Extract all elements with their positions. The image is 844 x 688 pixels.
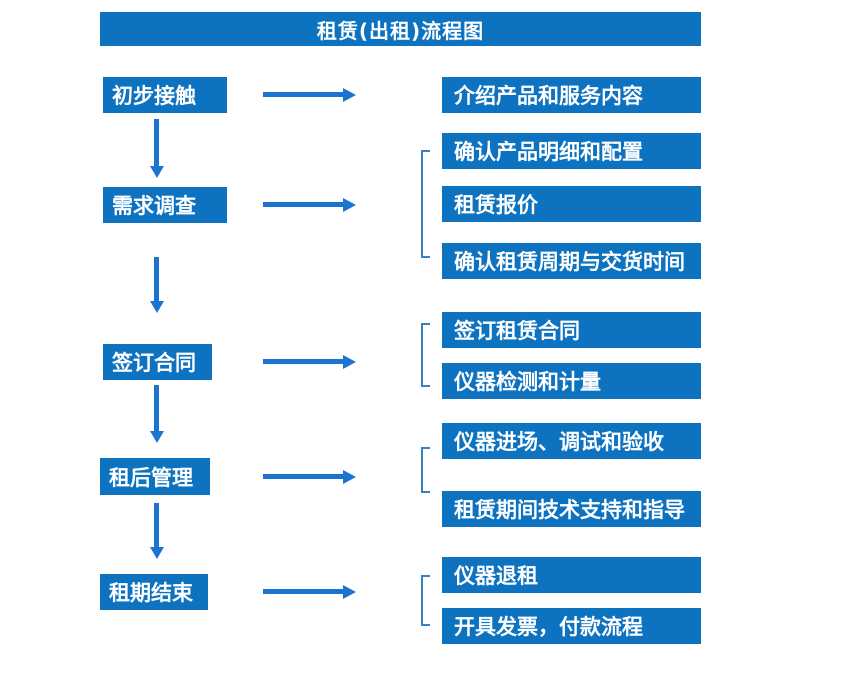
stage-box-initial-contact: 初步接触 xyxy=(103,77,227,113)
stage-box-sign-contract: 签订合同 xyxy=(103,344,212,380)
down-arrow-icon-4 xyxy=(149,503,164,559)
stage-box-post-rental-management: 租后管理 xyxy=(100,458,210,495)
flowchart-title: 租赁(出租)流程图 xyxy=(100,12,701,46)
group-bracket-post-rental xyxy=(421,447,430,493)
down-arrow-icon-3 xyxy=(149,385,164,443)
right-arrow-icon-1 xyxy=(263,87,356,102)
detail-box-introduce-products: 介绍产品和服务内容 xyxy=(442,77,701,113)
group-bracket-sign-contract xyxy=(421,323,430,387)
down-arrow-icon-1 xyxy=(149,119,164,178)
stage-box-rental-end: 租期结束 xyxy=(100,574,208,610)
detail-box-technical-support: 租赁期间技术支持和指导 xyxy=(442,491,701,527)
stage-box-demand-survey: 需求调查 xyxy=(103,187,227,223)
right-arrow-icon-5 xyxy=(263,584,356,599)
detail-box-instrument-installation: 仪器进场、调试和验收 xyxy=(442,423,701,459)
detail-box-confirm-rental-period: 确认租赁周期与交货时间 xyxy=(442,243,701,279)
right-arrow-icon-4 xyxy=(263,469,356,484)
right-arrow-icon-3 xyxy=(263,354,356,369)
detail-box-instrument-return: 仪器退租 xyxy=(442,557,701,593)
detail-box-sign-rental-contract: 签订租赁合同 xyxy=(442,312,701,348)
detail-box-instrument-testing: 仪器检测和计量 xyxy=(442,363,701,399)
detail-box-invoice-payment: 开具发票，付款流程 xyxy=(442,608,701,644)
group-bracket-rental-end xyxy=(421,575,430,626)
right-arrow-icon-2 xyxy=(263,197,356,212)
group-bracket-demand-survey xyxy=(421,150,430,258)
detail-box-confirm-product-details: 确认产品明细和配置 xyxy=(442,133,701,169)
detail-box-rental-quote: 租赁报价 xyxy=(442,186,701,222)
down-arrow-icon-2 xyxy=(149,257,164,313)
